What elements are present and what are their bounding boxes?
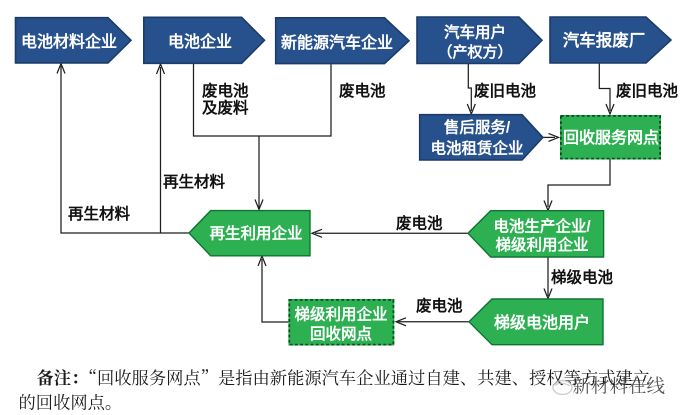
svg-text:及废料: 及废料	[202, 98, 249, 117]
svg-text:再生材料: 再生材料	[68, 204, 131, 223]
svg-text:梯级利用企业: 梯级利用企业	[294, 305, 387, 324]
svg-text:电池材料企业: 电池材料企业	[21, 32, 117, 51]
svg-text:新材料在线: 新材料在线	[573, 373, 666, 399]
svg-text:再生利用企业: 再生利用企业	[209, 224, 302, 243]
svg-text:电池企业: 电池企业	[168, 32, 232, 51]
svg-text:再生材料: 再生材料	[163, 172, 226, 191]
svg-text:汽车用户: 汽车用户	[444, 23, 506, 42]
svg-text:废旧电池: 废旧电池	[616, 81, 679, 100]
svg-text:汽车报废厂: 汽车报废厂	[563, 30, 646, 50]
svg-text:电池租赁企业: 电池租赁企业	[430, 139, 523, 158]
svg-text:梯级电池用户: 梯级电池用户	[494, 313, 590, 332]
svg-text:梯级利用企业: 梯级利用企业	[495, 235, 588, 254]
svg-text:电池生产企业/: 电池生产企业/	[493, 217, 591, 236]
svg-text:梯级电池: 梯级电池	[551, 268, 614, 287]
svg-text:废电池: 废电池	[202, 81, 249, 100]
svg-text:废电池: 废电池	[339, 81, 386, 100]
svg-text:的回收网点。: 的回收网点。	[19, 389, 123, 414]
svg-text:回收服务网点: 回收服务网点	[563, 128, 659, 147]
svg-text:售后服务/: 售后服务/	[444, 118, 511, 137]
svg-text:废旧电池: 废旧电池	[474, 81, 537, 100]
svg-text:备注：“回收服务网点”是指由新能源汽车企业通过自建、共建、授: 备注：“回收服务网点”是指由新能源汽车企业通过自建、共建、授权等方式建立	[37, 364, 651, 389]
svg-text:废电池: 废电池	[396, 214, 443, 233]
svg-text:（产权方）: （产权方）	[437, 43, 512, 61]
svg-text:新能源汽车企业: 新能源汽车企业	[281, 33, 393, 52]
svg-text:回收网点: 回收网点	[310, 324, 373, 343]
svg-text:废电池: 废电池	[416, 296, 463, 315]
